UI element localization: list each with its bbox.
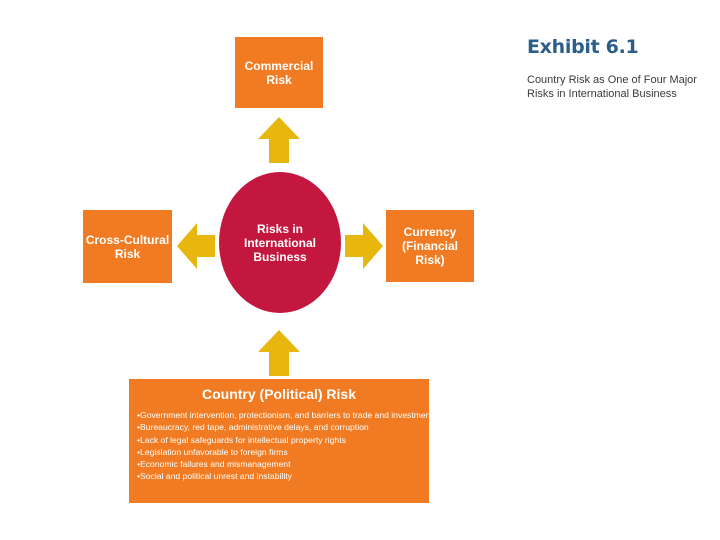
arrow-up-icon [258,117,300,163]
cross-cultural-risk-label: Cross-Cultural Risk [85,232,170,261]
exhibit-subtitle: Country Risk as One of Four Major Risks … [527,74,697,100]
list-item: Lack of legal safeguards for intellectua… [137,434,421,446]
list-item: Government intervention, protectionism, … [137,409,433,421]
country-risk-box: Country (Political) Risk Government inte… [129,379,433,503]
commercial-risk-label: Commercial Risk [244,58,314,87]
list-item: Legislation unfavorable to foreign firms [137,446,421,458]
list-item: Bureaucracy, red tape, administrative de… [137,421,421,433]
center-label: Risks in International Business [243,221,316,264]
list-item: Social and political unrest and instabil… [137,470,421,482]
country-risk-title: Country (Political) Risk [201,386,357,402]
arrow-right-icon [345,223,383,269]
commercial-risk-box: Commercial Risk [235,37,323,108]
list-item: Economic failures and mismanagement [137,458,421,470]
country-risk-list: Government intervention, protectionism, … [137,409,433,483]
arrow-left-icon [177,223,215,269]
center-risks-ellipse: Risks in International Business [219,172,341,313]
currency-risk-box: Currency (Financial Risk) [386,210,474,282]
cross-cultural-risk-box: Cross-Cultural Risk [83,210,172,283]
arrow-up-icon [258,330,300,376]
exhibit-title: Exhibit 6.1 [527,36,639,58]
currency-risk-label: Currency (Financial Risk) [401,225,458,267]
